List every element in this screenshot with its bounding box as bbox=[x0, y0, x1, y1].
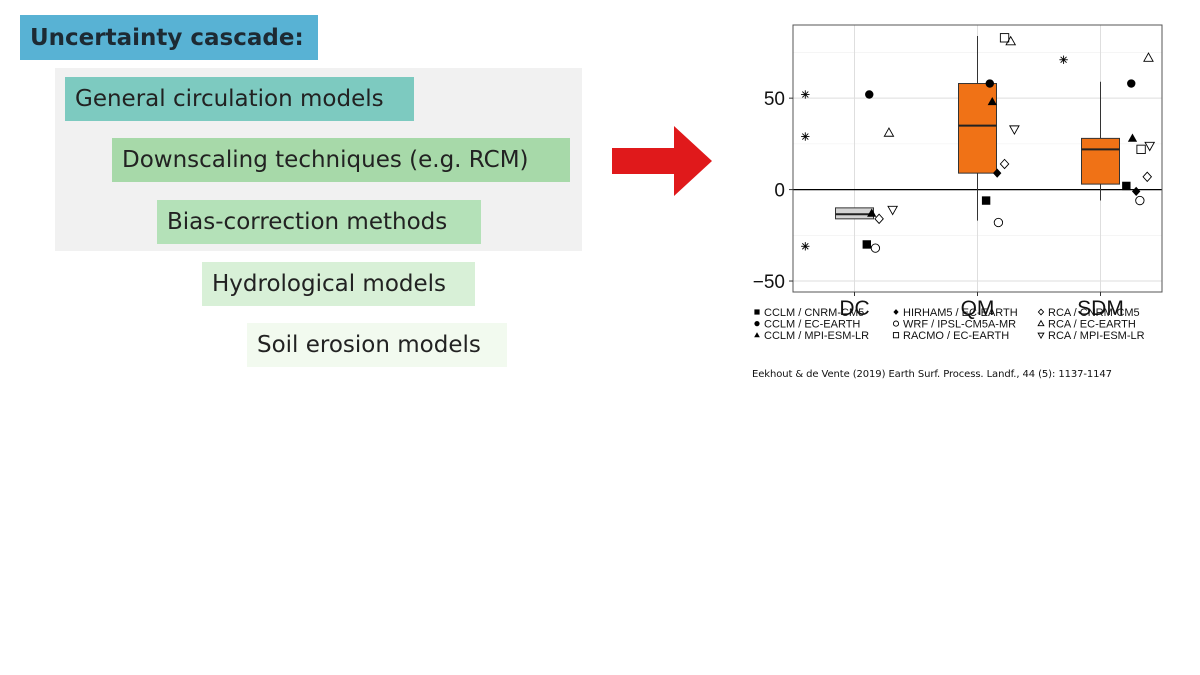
legend-marker-triangle-down-open bbox=[1037, 332, 1045, 340]
data-point-circle bbox=[1127, 79, 1136, 88]
data-point-square-open bbox=[999, 33, 1010, 43]
data-point-diamond-open bbox=[999, 158, 1010, 170]
data-point-circle-open bbox=[1135, 195, 1145, 206]
citation: Eekhout & de Vente (2019) Earth Surf. Pr… bbox=[752, 369, 1112, 380]
data-point-circle-open bbox=[993, 217, 1004, 228]
y-tick-label: 0 bbox=[774, 181, 785, 202]
data-point-square bbox=[862, 240, 871, 249]
box-qm bbox=[958, 83, 997, 174]
data-point-square-open bbox=[1136, 144, 1146, 155]
data-point-square bbox=[981, 196, 991, 205]
legend-marker-diamond bbox=[893, 309, 899, 315]
data-point-triangle bbox=[987, 96, 997, 106]
cascade-level-bias-correction: Bias-correction methods bbox=[157, 200, 481, 244]
data-point-triangle bbox=[867, 208, 877, 217]
cascade-level-hydrological: Hydrological models bbox=[202, 262, 475, 306]
data-point-triangle bbox=[1127, 133, 1138, 142]
data-point-diamond-open bbox=[874, 213, 884, 225]
data-point-triangle-down-open bbox=[1144, 141, 1156, 152]
legend-label: HIRHAM5 / EC-EARTH bbox=[903, 307, 1018, 319]
legend-marker-triangle bbox=[754, 332, 760, 338]
legend-label: WRF / IPSL-CM5A-MR bbox=[903, 318, 1016, 330]
legend-label: RACMO / EC-EARTH bbox=[903, 330, 1009, 342]
cascade-level-gcm: General circulation models bbox=[65, 77, 414, 121]
data-point-diamond-open bbox=[1142, 171, 1153, 183]
legend-marker-diamond-open bbox=[1037, 308, 1045, 316]
y-tick-label: 50 bbox=[764, 89, 785, 110]
data-point-triangle-open bbox=[1143, 52, 1154, 62]
legend-label: RCA / CNRM-CM5 bbox=[1048, 307, 1140, 319]
data-point-asterisk bbox=[1059, 55, 1068, 64]
legend-label: RCA / MPI-ESM-LR bbox=[1048, 330, 1145, 342]
slide-title: Uncertainty cascade: bbox=[20, 15, 318, 60]
data-point-circle bbox=[985, 79, 994, 88]
data-point-asterisk bbox=[801, 132, 810, 141]
data-point-triangle-down-open bbox=[1009, 125, 1020, 135]
data-point-triangle-down-open bbox=[887, 205, 899, 216]
data-point-square bbox=[1122, 181, 1131, 191]
cascade-level-downscaling: Downscaling techniques (e.g. RCM) bbox=[112, 138, 570, 182]
data-point-circle bbox=[865, 90, 874, 99]
legend-marker-circle-open bbox=[892, 320, 900, 327]
right-arrow-icon bbox=[612, 126, 712, 196]
data-point-triangle-open bbox=[883, 127, 895, 137]
cascade-level-soil-erosion: Soil erosion models bbox=[247, 323, 507, 367]
legend-marker-triangle-open bbox=[1037, 319, 1045, 327]
x-tick-label: DC bbox=[839, 297, 869, 320]
data-point-asterisk bbox=[801, 90, 810, 99]
legend-label: CCLM / MPI-ESM-LR bbox=[764, 330, 869, 342]
data-point-circle-open bbox=[870, 243, 881, 253]
legend-label: CCLM / EC-EARTH bbox=[764, 318, 860, 330]
legend-marker-square bbox=[754, 309, 760, 315]
legend-marker-square-open bbox=[892, 332, 900, 339]
box-sdm bbox=[1081, 137, 1120, 185]
x-tick-label: QM bbox=[961, 297, 995, 320]
data-point-asterisk bbox=[801, 242, 810, 251]
y-tick-label: −50 bbox=[753, 272, 785, 293]
legend-marker-circle bbox=[754, 321, 760, 327]
x-tick-label: SDM bbox=[1077, 297, 1124, 320]
legend-label: RCA / EC-EARTH bbox=[1048, 318, 1136, 330]
data-point-triangle-open bbox=[1005, 35, 1017, 46]
legend-label: CCLM / CNRM-CM5 bbox=[764, 307, 864, 319]
